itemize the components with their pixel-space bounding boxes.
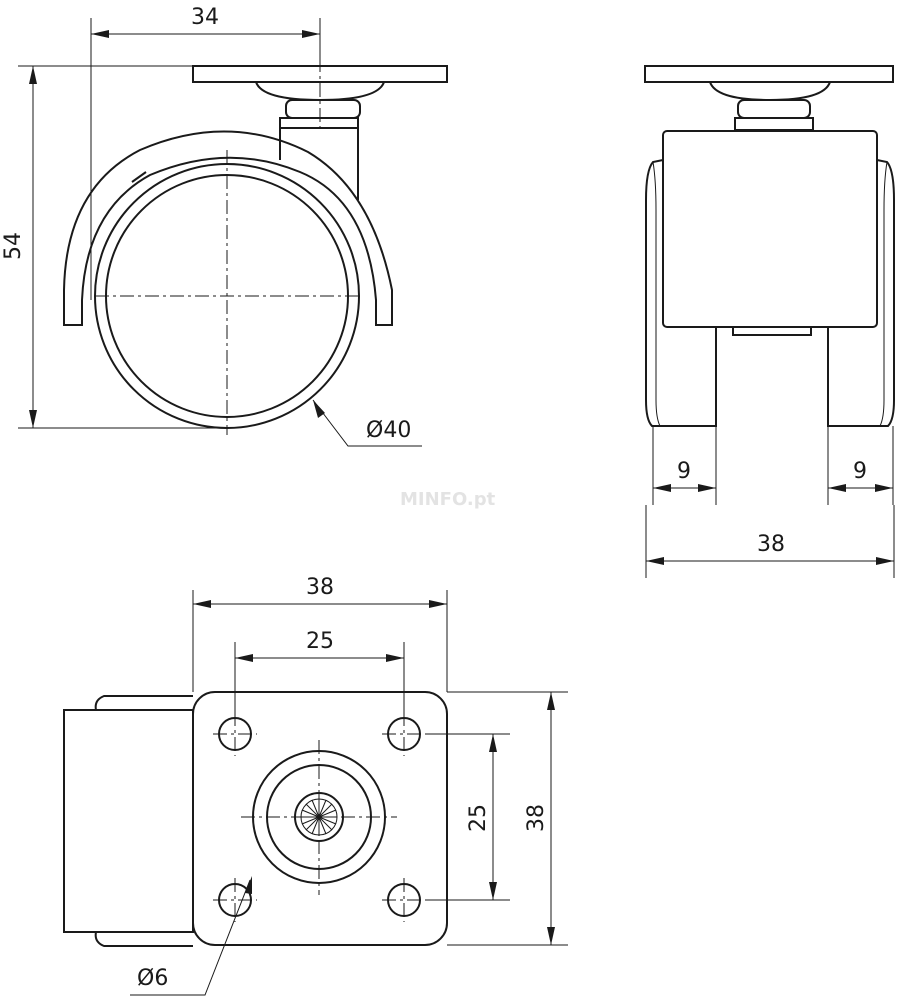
dim-6-arrow [245, 876, 252, 894]
front-axle [732, 326, 812, 336]
side-fork-tick [131, 171, 147, 183]
top-plate [192, 691, 448, 946]
dim-34-arrow-left [91, 30, 109, 38]
dim-54-label: 54 [1, 232, 26, 260]
dim-54-arrow-top [29, 66, 37, 84]
side-swivel-neck [285, 99, 361, 119]
front-view: 9 9 38 [644, 65, 895, 578]
top-wheel-housing-bottom [94, 931, 193, 947]
dim-38-top-arrow-b [429, 600, 447, 608]
front-housing [662, 130, 878, 328]
dim-38-front-label: 38 [757, 532, 785, 557]
dim-9-left-arrow-b [698, 484, 716, 492]
dim-38-v-label: 38 [524, 804, 549, 832]
dim-25-v-arrow-a [489, 734, 497, 752]
dim-9-right-arrow-b [875, 484, 893, 492]
side-stem-body [279, 128, 359, 200]
front-top-plate [644, 65, 894, 83]
dim-25-top-arrow-b [386, 654, 404, 662]
dim-40-leader [312, 399, 422, 447]
dim-34-arrow-right [302, 30, 320, 38]
front-wheel-left [645, 159, 717, 427]
side-fork-hood [63, 130, 393, 326]
front-swivel-neck [737, 99, 811, 119]
front-stem [734, 117, 814, 131]
dim-6-leader [130, 879, 251, 996]
dim-38-front-arrow-b [876, 557, 894, 565]
dim-40-label: Ø40 [366, 418, 411, 443]
front-wheel-left-inner [652, 161, 661, 427]
front-swivel-bearing [709, 81, 831, 102]
dim-9-left-arrow-a [653, 484, 671, 492]
dim-38-front-arrow-a [646, 557, 664, 565]
side-view: 34 54 Ø40 [1, 5, 448, 447]
dim-38-v-arrow-a [547, 692, 555, 710]
dim-25-v-arrow-b [489, 882, 497, 900]
dim-25-v-label: 25 [466, 804, 491, 832]
dim-6-label: Ø6 [137, 966, 168, 991]
front-wheel-right-inner [879, 161, 888, 427]
dim-25-top-label: 25 [306, 629, 334, 654]
dim-38-top-arrow-a [193, 600, 211, 608]
top-wheel-body [63, 709, 194, 933]
top-wheel-housing [94, 695, 193, 711]
dim-9-left-label: 9 [677, 459, 691, 484]
dim-38-v-arrow-b [547, 927, 555, 945]
watermark: MINFO.pt [400, 489, 496, 510]
dim-34-label: 34 [191, 5, 219, 30]
top-view: 38 25 25 38 Ø6 [63, 575, 568, 996]
dim-38-top-label: 38 [306, 575, 334, 600]
dim-9-right-arrow-a [828, 484, 846, 492]
side-stem [279, 117, 359, 129]
dim-25-top-arrow-a [235, 654, 253, 662]
dim-9-right-label: 9 [853, 459, 867, 484]
dim-40-arrow [313, 400, 325, 418]
front-wheel-right [827, 159, 895, 427]
dim-54-arrow-bottom [29, 410, 37, 428]
